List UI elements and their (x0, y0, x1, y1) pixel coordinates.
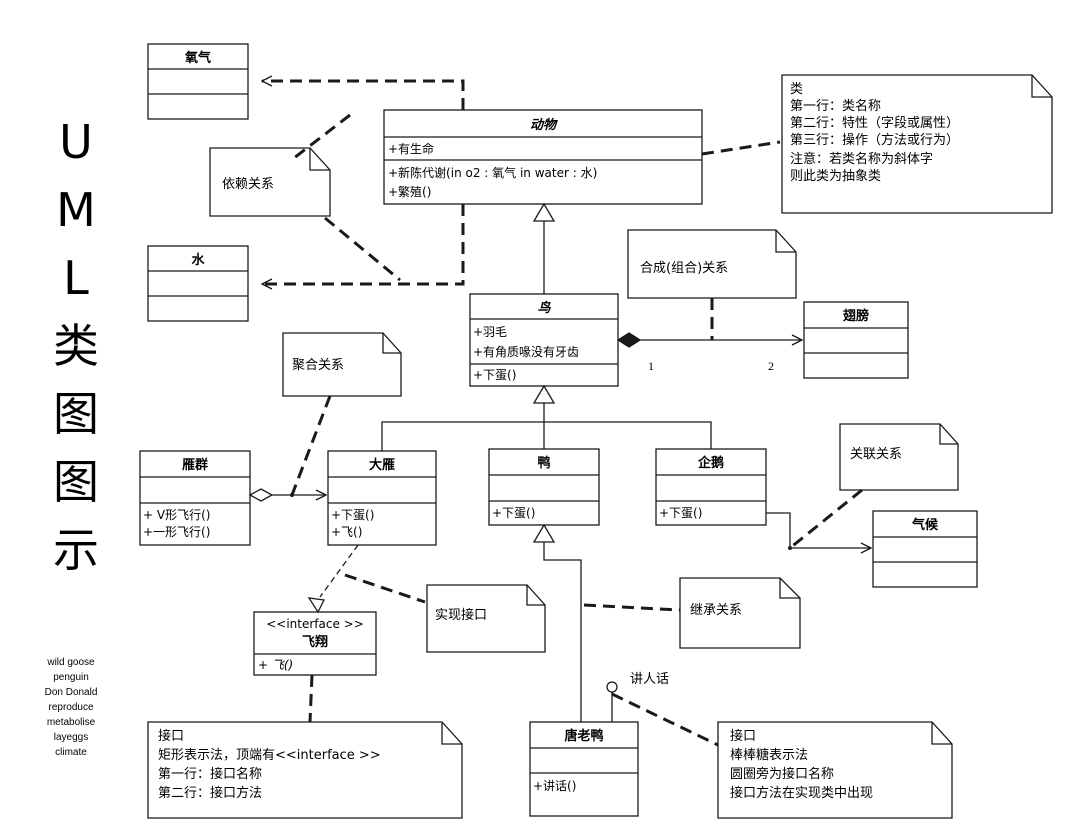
class-attribute: +羽毛 (473, 325, 507, 339)
interface-box-fly (253, 611, 377, 676)
generalization-lines (381, 202, 712, 722)
class-box-donald (529, 721, 639, 817)
side-title-char: M (56, 183, 96, 237)
note-line: 关联关系 (850, 447, 902, 462)
note-line: 实现接口 (435, 607, 487, 623)
class-name-goose-flock: 雁群 (182, 457, 208, 473)
class-box-animal (383, 109, 703, 205)
side-title-char: 类 (53, 319, 99, 373)
multiplicity-wing: 2 (768, 359, 774, 373)
interface-name-fly: 飞翔 (302, 634, 328, 650)
class-name-duck: 鸭 (537, 455, 550, 471)
note-line: 矩形表示法，顶端有<<interface >> (158, 748, 381, 763)
side-title-char: L (63, 251, 89, 305)
class-operation: +讲话() (533, 778, 576, 793)
class-box-goose (327, 450, 437, 546)
note-line: 聚合关系 (292, 358, 344, 373)
glossary-item: penguin (53, 672, 89, 683)
note-line: 棒棒糖表示法 (730, 747, 808, 763)
glossary-item: wild goose (47, 657, 95, 668)
class-box-wing (803, 301, 909, 379)
note-connectors (290, 140, 863, 747)
class-name-bird: 鸟 (537, 300, 551, 316)
class-box-oxygen (147, 43, 249, 120)
multiplicity-bird: 1 (648, 359, 654, 373)
glossary-item: metabolise (46, 717, 96, 728)
class-operation: +飞() (331, 525, 362, 539)
inheritance-note (679, 577, 801, 649)
lollipop-label: 讲人话 (630, 672, 669, 687)
aggregation-line (248, 488, 326, 502)
class-note (781, 74, 1053, 214)
note-line: 依赖关系 (222, 177, 274, 192)
composition-note (627, 229, 797, 299)
class-box-climate (872, 510, 978, 588)
side-title: U M L 类 图 图 示 (40, 108, 112, 584)
glossary-item: layeggs (53, 732, 89, 743)
class-operation: + V形飞行() (143, 508, 210, 522)
note-line: 接口 (158, 728, 184, 744)
note-line: 则此类为抽象类 (790, 169, 881, 184)
realization-note (426, 584, 546, 653)
note-line: 类 (790, 82, 803, 97)
class-operation: +一形飞行() (143, 525, 210, 539)
class-box-goose-flock (139, 450, 251, 546)
note-line: 第一行：类名称 (790, 98, 881, 114)
class-operation: +下蛋() (473, 368, 516, 382)
note-line: 第二行：接口方法 (158, 785, 262, 801)
side-title-char: 图 (53, 455, 99, 509)
note-line: 继承关系 (690, 603, 742, 618)
glossary-item: reproduce (48, 702, 94, 713)
class-operation: +下蛋() (659, 506, 702, 520)
note-line: 接口方法在实现类中出现 (730, 785, 873, 801)
realization-line (307, 544, 359, 614)
note-line: 第一行：接口名称 (158, 766, 262, 782)
class-operation: +新陈代谢(in o2 : 氧气 in water : 水) (388, 165, 597, 180)
class-box-water (147, 245, 249, 322)
class-operation: +下蛋() (331, 508, 374, 522)
lollipop-note (717, 721, 953, 819)
note-line: 第二行：特性（字段或属性） (790, 116, 959, 131)
class-operation: +下蛋() (492, 506, 535, 520)
side-title-char: 图 (53, 387, 99, 441)
interface-stereotype: <<interface >> (266, 617, 364, 631)
note-line: 圆圈旁为接口名称 (730, 766, 834, 782)
interface-operation: + 飞() (258, 658, 293, 672)
glossary: wild goose penguin Don Donald reproduce … (20, 655, 122, 760)
class-name-penguin: 企鹅 (697, 455, 724, 471)
class-name-climate: 气候 (912, 517, 939, 533)
dependency-note (209, 147, 331, 217)
class-name-water: 水 (191, 252, 205, 268)
lollipop-interface (606, 681, 618, 722)
side-title-char: 示 (53, 523, 99, 577)
association-line (766, 512, 871, 550)
composition-line (616, 332, 802, 348)
note-line: 接口 (730, 728, 756, 744)
note-line: 注意：若类名称为斜体字 (790, 151, 933, 167)
glossary-item: Don Donald (44, 687, 98, 698)
class-attribute: +有生命 (388, 141, 434, 156)
interface-note (147, 721, 463, 819)
class-name-goose: 大雁 (369, 457, 395, 473)
class-name-animal: 动物 (530, 117, 558, 133)
class-name-donald: 唐老鸭 (564, 728, 603, 744)
class-attribute: +有角质喙没有牙齿 (473, 344, 579, 359)
class-box-bird (469, 293, 619, 387)
class-name-oxygen: 氧气 (184, 50, 211, 66)
association-note (839, 423, 959, 491)
note-line: 第三行：操作（方法或行为） (790, 132, 959, 148)
side-title-char: U (59, 115, 93, 169)
glossary-item: climate (55, 747, 87, 758)
class-operation: +繁殖() (388, 184, 431, 199)
aggregation-note (282, 332, 402, 397)
dependency-lines (262, 81, 465, 284)
class-name-wing: 翅膀 (842, 308, 869, 324)
note-line: 合成(组合)关系 (640, 261, 728, 276)
